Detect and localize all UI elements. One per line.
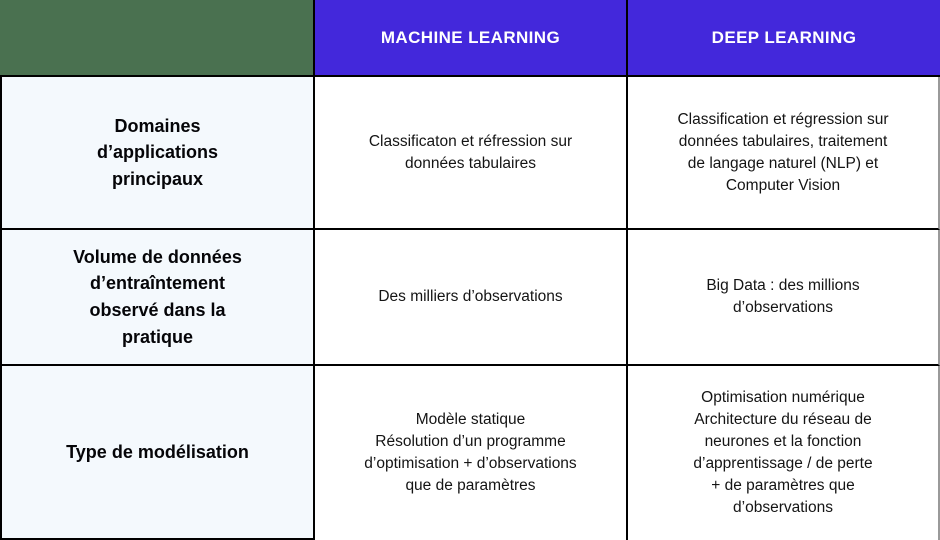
cell-ml-type-modelisation: Modèle statique Résolution d’un programm… bbox=[315, 366, 628, 540]
cell-dl-type-modelisation: Optimisation numérique Architecture du r… bbox=[628, 366, 940, 540]
row-label-type-modelisation: Type de modélisation bbox=[0, 366, 315, 540]
cell-dl-domaines-applications: Classification et régression sur données… bbox=[628, 77, 940, 230]
cell-ml-domaines-applications: Classificaton et réfression sur données … bbox=[315, 77, 628, 230]
header-corner-cell bbox=[0, 0, 315, 77]
header-machine-learning: MACHINE LEARNING bbox=[315, 0, 628, 77]
cell-dl-volume-donnees: Big Data : des millions d’observations bbox=[628, 230, 940, 366]
row-label-volume-donnees: Volume de données d’entraîntement observ… bbox=[0, 230, 315, 366]
cell-ml-volume-donnees: Des milliers d’observations bbox=[315, 230, 628, 366]
header-deep-learning: DEEP LEARNING bbox=[628, 0, 940, 77]
row-label-domaines-applications: Domaines d’applications principaux bbox=[0, 77, 315, 230]
